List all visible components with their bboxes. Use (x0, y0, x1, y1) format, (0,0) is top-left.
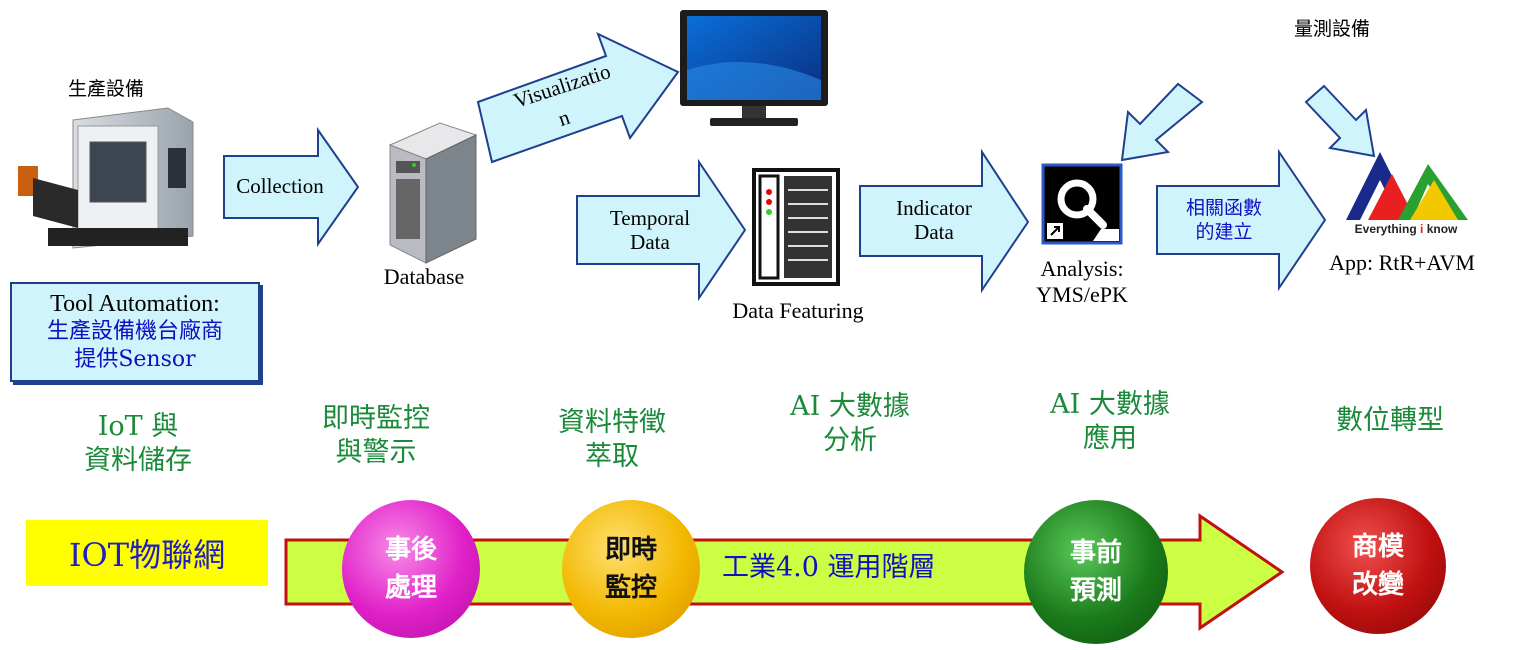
circle-predict-line1: 事前 (1069, 538, 1122, 568)
stage-ai-analysis-line1: AI 大數據 (790, 391, 910, 422)
stage-monitor: 即時監控 與警示 (286, 402, 466, 470)
data-featuring-label: Data Featuring (732, 298, 864, 323)
machine-icon (18, 107, 194, 249)
circle-realtime: 即時 監控 (562, 500, 700, 638)
indicator-label-1: Indicator (896, 196, 972, 220)
data-featuring-rack-icon (752, 168, 840, 286)
database-label: Database (383, 264, 465, 289)
analysis-label-2: YMS/ePK (1036, 282, 1128, 307)
stage-ai-application-line1: AI 大數據 (1050, 389, 1170, 420)
stage-digital: 數位轉型 (1300, 404, 1480, 438)
analysis-search-icon (1041, 163, 1123, 245)
circle-predict: 事前 預測 (1024, 500, 1168, 644)
collection-arrow (223, 126, 360, 248)
stage-monitor-line1: 即時監控 (322, 403, 430, 434)
relation-arrow (1156, 148, 1327, 292)
circle-realtime-line2: 監控 (604, 573, 657, 603)
iot-label: IOT物聯網 (68, 536, 226, 574)
measure-arrow-left (1120, 82, 1204, 162)
stage-feature-line2: 萃取 (585, 441, 639, 472)
temporal-label-2: Data (630, 230, 670, 254)
avm-tagline-c: know (1426, 222, 1458, 236)
circle-post-process-line2: 處理 (384, 573, 437, 603)
tool-automation-box: Tool Automation: 生產設備機台廠商 提供Sensor (10, 282, 260, 382)
tool-automation-line2: 生產設備機台廠商 (46, 319, 223, 344)
collection-label: Collection (236, 174, 324, 198)
indicator-label-2: Data (914, 220, 954, 244)
stage-ai-analysis-line2: 分析 (823, 425, 877, 456)
app-label: App: RtR+AVM (1329, 250, 1475, 275)
iot-label-box: IOT物聯網 (26, 520, 268, 586)
stage-ai-application-line2: 應用 (1083, 423, 1137, 454)
stage-ai-application: AI 大數據 應用 (1020, 388, 1200, 456)
database-server-icon (388, 122, 478, 264)
circle-business-model: 商模 改變 (1310, 498, 1446, 634)
machine-title: 生產設備 (68, 78, 145, 100)
avm-tagline-b: i (1420, 222, 1424, 236)
stage-iot-line2: 資料儲存 (84, 445, 192, 476)
measure-title: 量測設備 (1294, 18, 1371, 40)
circle-post-process-line1: 事後 (384, 535, 437, 565)
stage-feature: 資料特徵 萃取 (522, 406, 702, 474)
layer-label: 工業4.0 運用階層 (722, 552, 936, 583)
stage-ai-analysis: AI 大數據 分析 (760, 390, 940, 458)
temporal-label-1: Temporal (609, 206, 691, 230)
avm-tagline: Everything i know (1340, 222, 1472, 236)
tool-automation-line1: Tool Automation: (50, 291, 220, 317)
avm-logo (1346, 152, 1468, 220)
analysis-label-1: Analysis: (1040, 256, 1124, 281)
tool-automation-line3: 提供Sensor (74, 347, 196, 372)
stage-iot-line1: IoT 與 (97, 411, 179, 442)
circle-post-process: 事後 處理 (342, 500, 480, 638)
circle-predict-line2: 預測 (1069, 576, 1122, 606)
measure-arrow-right (1304, 84, 1376, 158)
visualization-arrow (476, 32, 680, 164)
temporal-data-arrow (576, 158, 747, 302)
avm-tagline-a: Everything (1354, 222, 1417, 236)
circle-business-model-line1: 商模 (1351, 532, 1404, 562)
stage-monitor-line2: 與警示 (335, 437, 417, 468)
stage-feature-line1: 資料特徵 (558, 407, 666, 438)
indicator-data-arrow (859, 148, 1030, 294)
stage-iot: IoT 與 資料儲存 (48, 410, 228, 478)
circle-business-model-line2: 改變 (1351, 570, 1404, 600)
monitor-icon (680, 10, 828, 126)
relation-label-1: 相關函數 (1185, 197, 1262, 219)
relation-label-2: 的建立 (1195, 221, 1253, 243)
circle-realtime-line1: 即時 (604, 535, 657, 565)
stage-digital-line1: 數位轉型 (1336, 405, 1444, 436)
